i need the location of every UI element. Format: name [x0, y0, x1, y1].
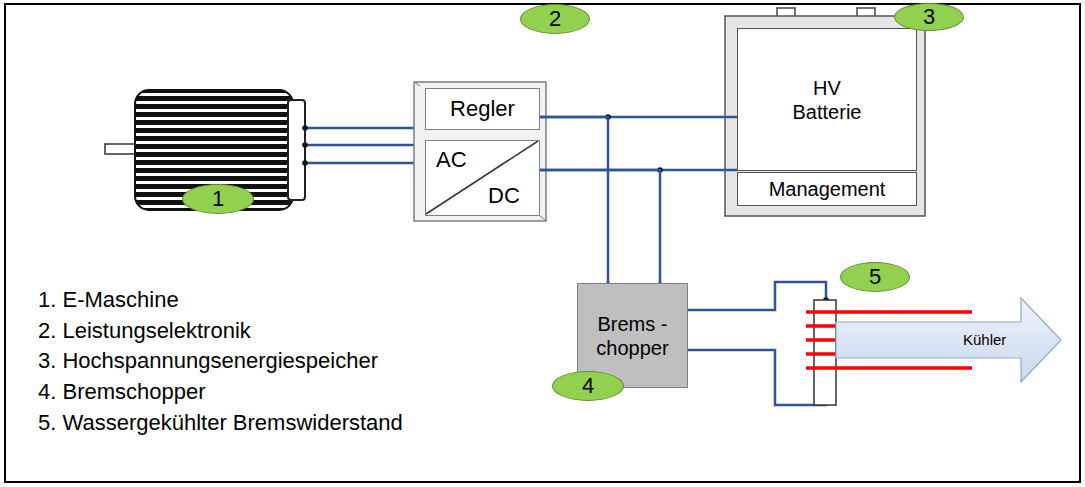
power-electronics-housing [414, 82, 546, 221]
legend-item: 3. Hochspannungsenergiespeicher [38, 348, 378, 374]
resistor-wires [688, 282, 826, 405]
e-machine-drawing [105, 90, 426, 210]
legend-item: 4. Bremschopper [38, 379, 206, 405]
callout-bubble: 4 [552, 371, 624, 401]
battery-housing [725, 8, 925, 216]
converter-box: AC DC [425, 140, 540, 216]
node-text: Regler [450, 96, 515, 122]
node-text: DC [488, 183, 520, 209]
wire-connector [540, 170, 660, 283]
callout-bubble: 3 [894, 3, 964, 31]
legend-item: 5. Wassergekühlter Bremswiderstand [38, 410, 403, 436]
callout-bubble: 5 [840, 262, 910, 292]
node-text: HV Batterie [777, 76, 877, 124]
callout-bubble: 2 [520, 4, 590, 34]
battery-box: HV Batterie [737, 28, 917, 171]
arrow-shape [835, 297, 1063, 383]
wire-connector [540, 117, 608, 283]
callout-number: 1 [212, 186, 224, 212]
callout-number: 4 [582, 373, 594, 399]
callout-number: 2 [549, 6, 561, 32]
node-text: Brems -chopper [585, 312, 680, 360]
legend-item: 1. E-Maschine [38, 287, 179, 313]
controller-box: Regler [425, 88, 540, 130]
legend-item: 2. Leistungselektronik [38, 318, 251, 344]
node-text: AC [436, 147, 467, 173]
callout-number: 3 [923, 4, 935, 30]
frame [5, 4, 1080, 482]
node-text: Management [769, 177, 886, 201]
node-text: Kühler [963, 331, 1006, 348]
callout-bubble: 1 [182, 184, 254, 214]
battery-management-box: Management [737, 172, 917, 206]
callout-number: 5 [869, 264, 881, 290]
cooler-arrow: Kühler [835, 297, 1063, 383]
